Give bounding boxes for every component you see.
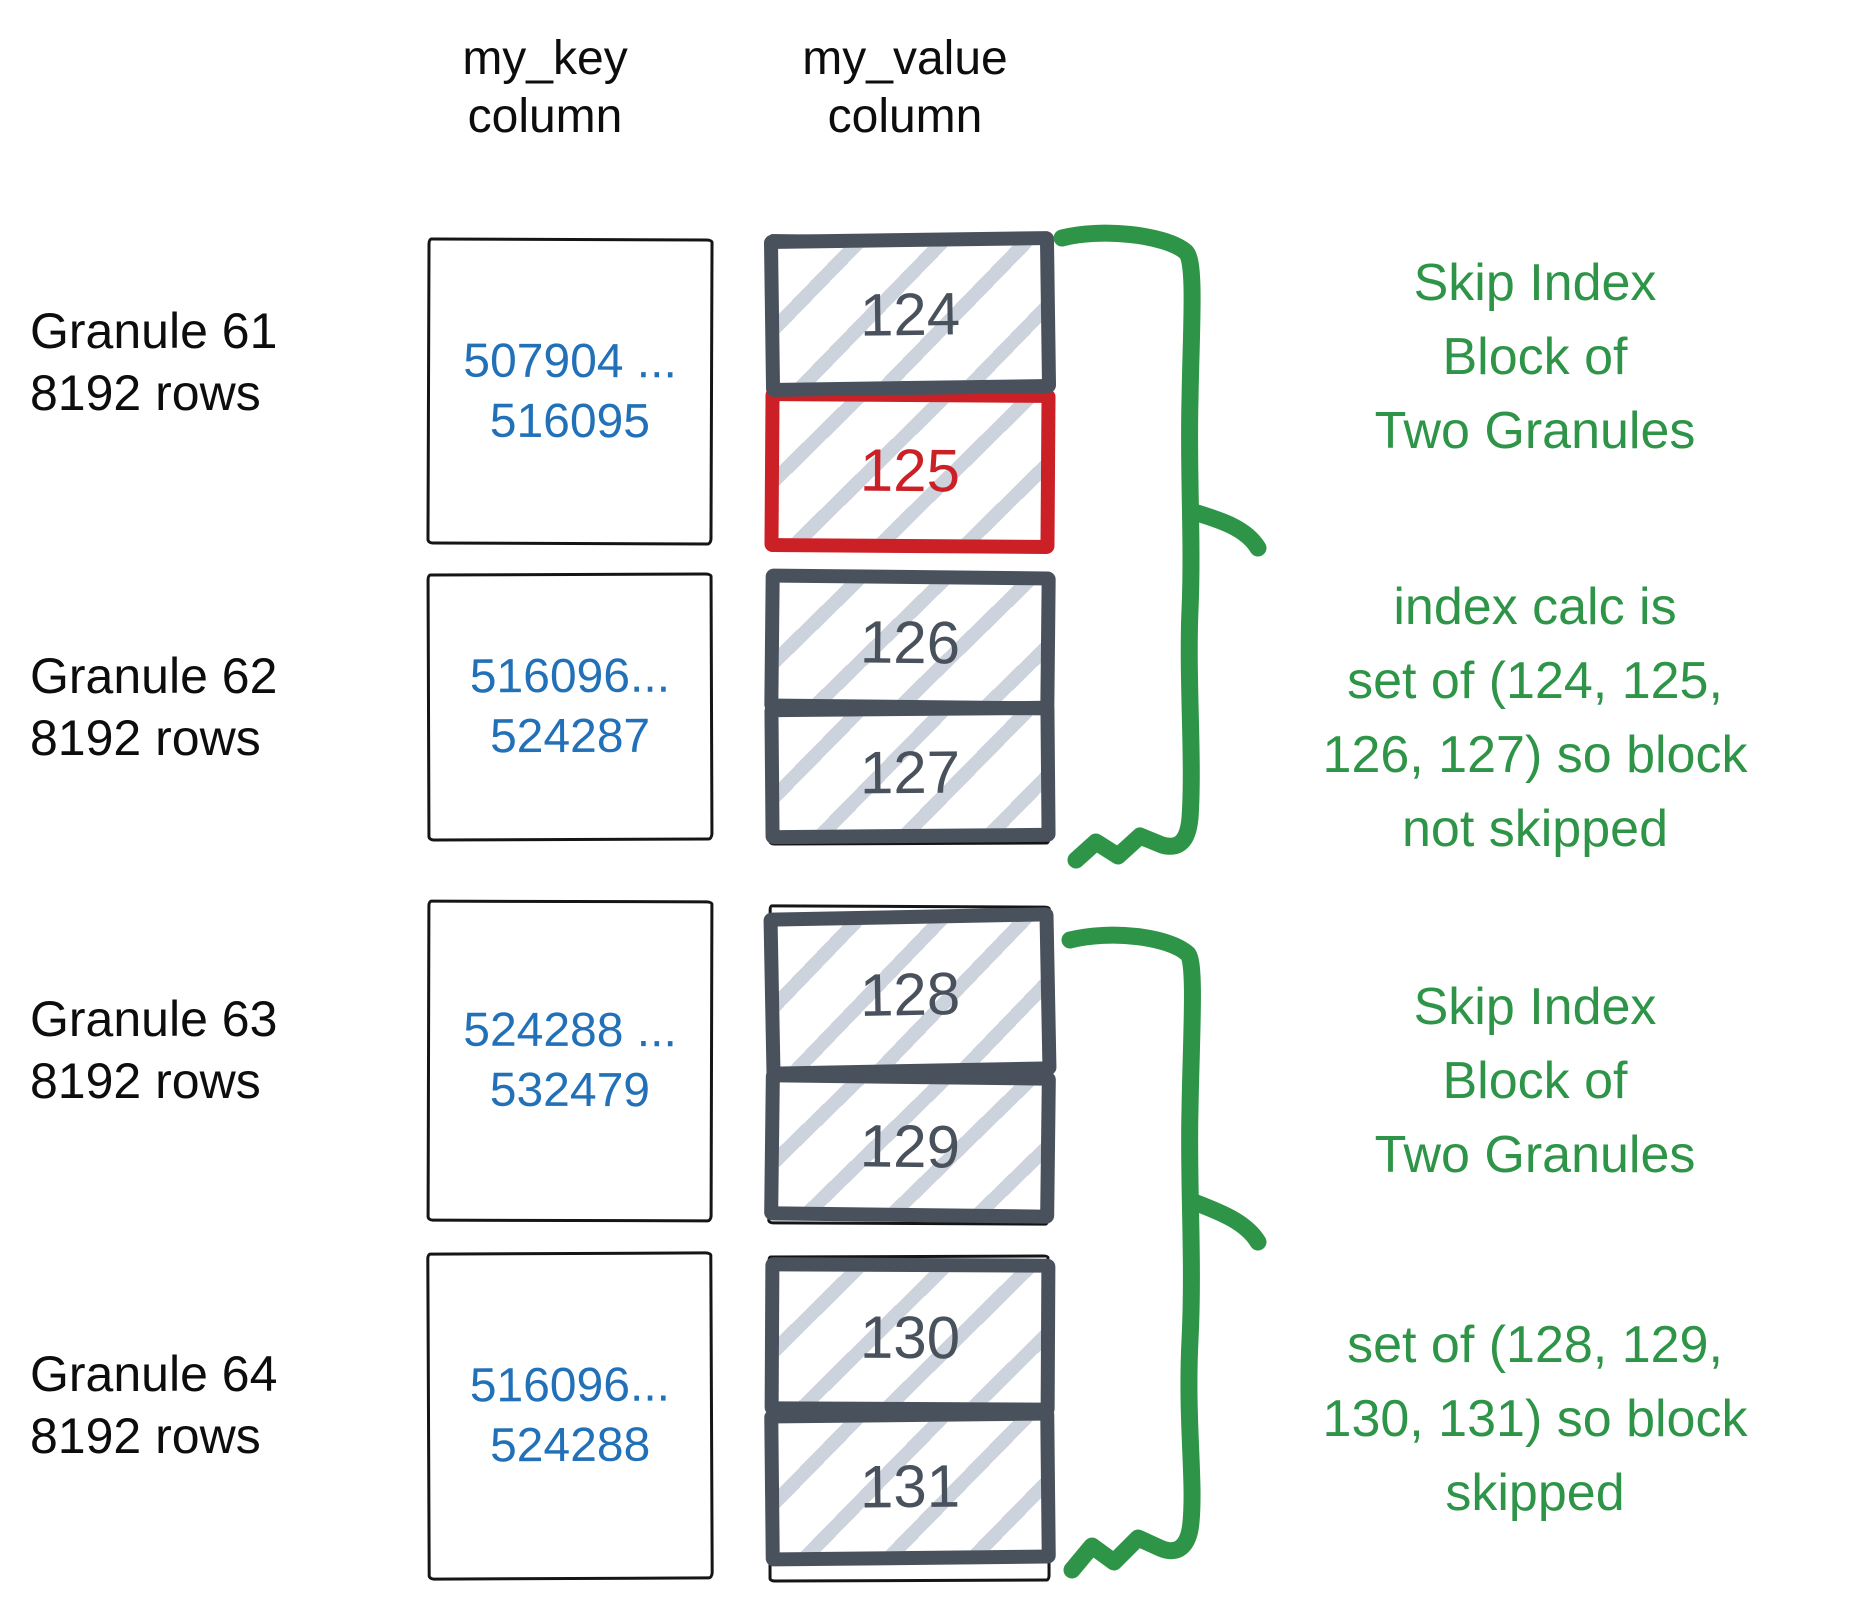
granule-63-key-box: 524288 ... 532479 [426,899,714,1223]
value-block-128: 128 [763,907,1057,1081]
value-block-131-number: 131 [859,1452,961,1521]
value-block-127: 127 [764,700,1056,845]
granule-62-key-box: 516096... 524287 [426,572,714,842]
value-block-130-number: 130 [859,1303,961,1371]
annotation-skip-index-block-2: Skip Index Block of Two Granules [1374,978,1696,1184]
value-block-129-number: 129 [859,1111,961,1181]
brace-block-2 [1061,926,1201,1579]
granule-61-key-range: 507904 ... 516095 [463,334,677,448]
value-block-126: 126 [764,568,1056,716]
value-block-124-number: 124 [859,279,961,349]
granule-62-key-range: 516096... 524287 [469,649,671,764]
value-block-131: 131 [764,1406,1056,1567]
granule-62-label: Granule 62 8192 rows [30,648,278,766]
granule-63-label: Granule 63 8192 rows [30,991,278,1109]
granule-64-label: Granule 64 8192 rows [30,1346,278,1464]
annotation-block-not-skipped: index calc is set of (124, 125, 126, 127… [1322,578,1748,858]
granule-61-key-box: 507904 ... 516095 [426,237,714,546]
annotation-block-skipped: set of (128, 129, 130, 131) so block ski… [1322,1316,1748,1522]
annotation-skip-index-block-1: Skip Index Block of Two Granules [1374,254,1696,460]
value-block-125-number: 125 [859,436,961,505]
my-value-column-header: my_value column [802,32,1008,143]
brace-block-1 [1053,224,1201,869]
value-block-130: 130 [764,1257,1056,1417]
granule-64-key-range: 516096... 524288 [469,1358,671,1473]
value-block-125-highlighted: 125 [764,386,1056,555]
value-block-128-number: 128 [859,959,961,1029]
value-block-129: 129 [764,1068,1056,1224]
granule-63-key-range: 524288 ... 532479 [463,1003,677,1118]
value-block-126-number: 126 [859,607,961,677]
granule-61-label: Granule 61 8192 rows [30,303,278,421]
value-block-127-number: 127 [859,738,961,807]
brace-1-middle-tick [1185,503,1267,557]
granule-64-key-box: 516096... 524288 [426,1251,714,1581]
brace-2-middle-tick [1185,1193,1267,1251]
my-key-column-header: my_key column [462,32,628,143]
value-block-124: 124 [763,230,1057,398]
